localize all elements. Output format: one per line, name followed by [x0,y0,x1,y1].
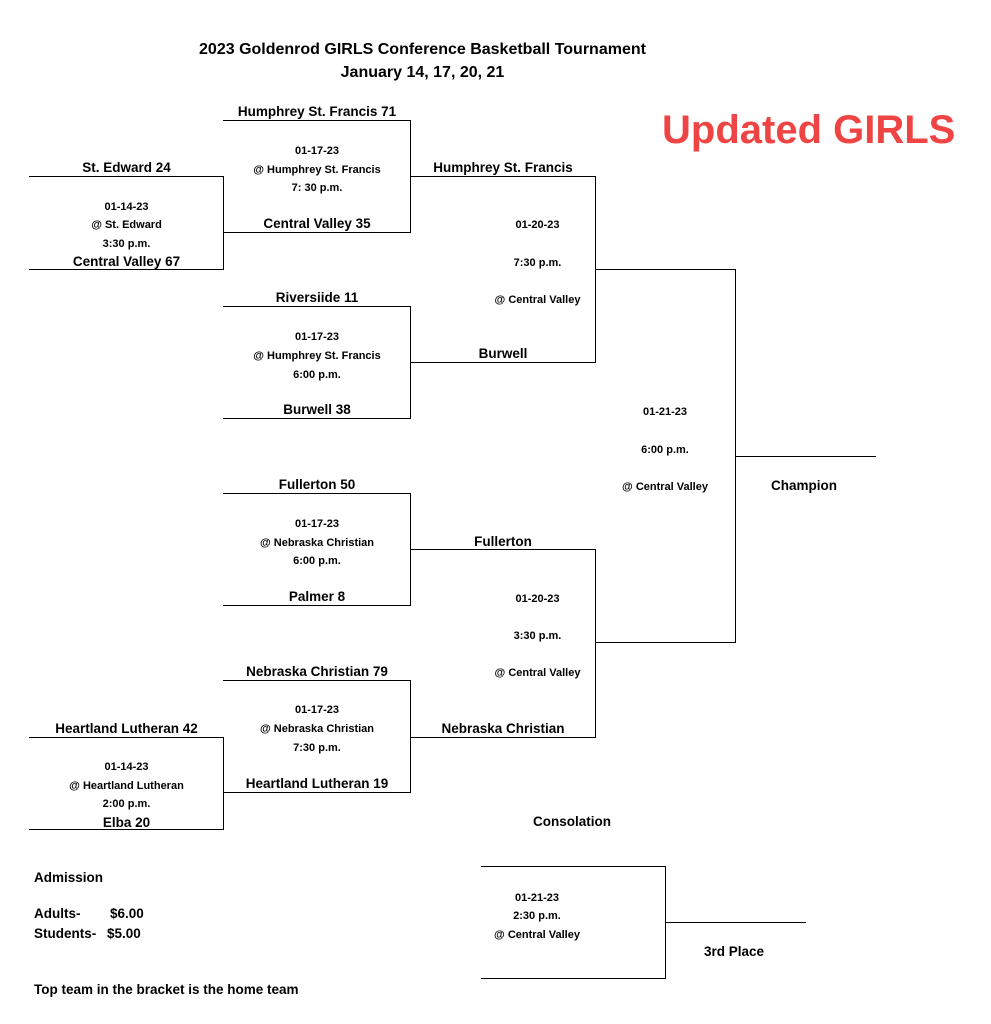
team-name: Fullerton [474,534,532,549]
game-time: 6:00 p.m. [293,555,341,567]
adults-label: Adults- [34,906,81,921]
bracket-line [223,737,224,829]
champion-line [735,456,876,457]
bracket-line [410,362,596,363]
admission-heading: Admission [34,870,104,885]
bracket-line [223,605,411,606]
team-name: Central Valley 67 [72,254,181,269]
game-site: @ Central Valley [494,294,581,306]
game-site: @ Heartland Lutheran [69,780,184,792]
game-date: 01-17-23 [294,145,340,157]
game-date: 01-17-23 [294,518,340,530]
game-date: 01-21-23 [514,892,560,904]
team-name: Central Valley 35 [263,216,371,231]
game-site: @ Humphrey St. Francis [253,350,381,362]
team-name: Nebraska Christian 79 [246,664,388,679]
game-time: 2:00 p.m. [102,798,151,810]
game-time: 2:30 p.m. [513,910,561,922]
footnote: Top team in the bracket is the home team [34,982,299,997]
third-place-line [665,922,806,923]
bracket-line [481,978,666,979]
bracket-line [223,493,411,494]
game-date: 01-20-23 [515,593,560,605]
game-time: 6:00 p.m. [293,369,341,381]
game-time: 7:30 p.m. [513,257,562,269]
bracket-line [595,642,736,643]
bracket-line [29,176,224,177]
champion-label: Champion [771,478,837,493]
team-name: Riversiide 11 [275,290,359,305]
game-site: @ Nebraska Christian [259,537,375,549]
game-site: @ Humphrey St. Francis [253,164,381,176]
bracket-line [223,418,411,419]
third-place-label: 3rd Place [703,944,765,959]
team-name: Humphrey St. Francis [433,160,573,175]
consolation-heading: Consolation [533,814,611,829]
students-label: Students- [34,926,97,941]
game-date: 01-21-23 [642,406,688,418]
game-site: @ Central Valley [494,667,581,679]
team-name: Heartland Lutheran 42 [55,721,198,736]
team-name: Humphrey St. Francis 71 [237,104,397,119]
bracket-line [29,829,224,830]
bracket-line [223,120,411,121]
adults-price: $6.00 [110,906,144,921]
bracket-line [410,680,411,792]
bracket-line [481,866,666,867]
game-time: 3:30 p.m. [513,630,562,642]
bracket-line [29,737,224,738]
game-site: @ Central Valley [494,929,580,941]
bracket-line [223,176,224,269]
bracket-line [223,792,411,793]
team-name: Elba 20 [102,815,151,830]
team-name: Nebraska Christian [441,721,565,736]
team-name: Fullerton 50 [278,477,356,492]
students-price: $5.00 [107,926,141,941]
team-name: Burwell [478,346,528,361]
bracket-line [410,176,596,177]
bracket-line [410,549,596,550]
bracket-line [735,269,736,642]
game-time: 6:00 p.m. [641,444,689,456]
game-site: @ Nebraska Christian [259,723,375,735]
game-date: 01-17-23 [294,331,340,343]
bracket-line [595,269,736,270]
bracket-line [595,549,596,737]
bracket-line [223,232,411,233]
bracket-line [410,737,596,738]
game-date: 01-17-23 [294,704,340,716]
tournament-dates: January 14, 17, 20, 21 [340,64,505,81]
team-name: Heartland Lutheran 19 [245,776,389,791]
game-site: @ Central Valley [622,481,708,493]
updated-banner: Updated GIRLS [662,108,956,152]
game-time: 7: 30 p.m. [291,182,343,194]
game-time: 7:30 p.m. [293,742,341,754]
team-name: St. Edward 24 [82,160,171,175]
game-date: 01-14-23 [104,761,149,773]
game-date: 01-14-23 [104,201,149,213]
game-site: @ St. Edward [91,219,162,231]
bracket-line [223,680,411,681]
game-date: 01-20-23 [515,219,560,231]
bracket-line [29,269,224,270]
bracket-line [223,306,411,307]
game-time: 3:30 p.m. [102,238,151,250]
team-name: Burwell 38 [283,402,351,417]
page-title: 2023 Goldenrod GIRLS Conference Basketba… [199,41,646,58]
team-name: Palmer 8 [288,589,346,604]
